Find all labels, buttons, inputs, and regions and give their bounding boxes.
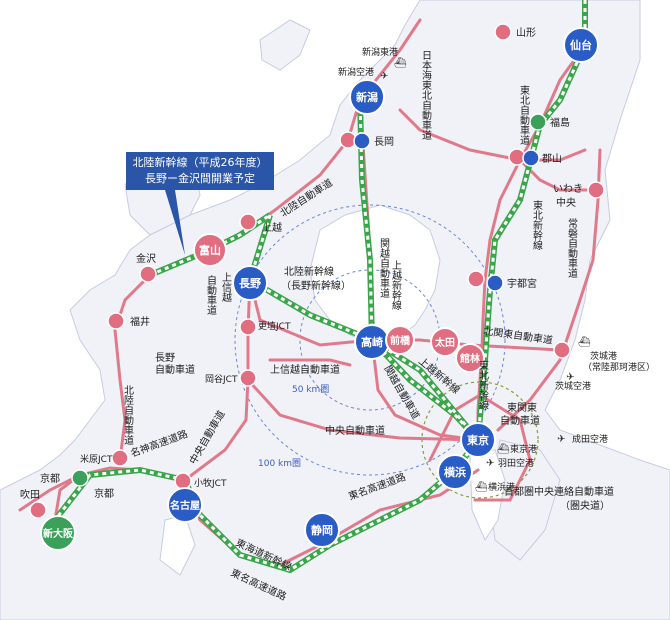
city-takasaki: 高崎 (361, 335, 383, 349)
label-suita: 吹田 (20, 488, 40, 501)
label-tokyo-port: 東京港 (510, 443, 537, 455)
city-tatebayashi: 館林 (459, 352, 481, 365)
route-tohoku-shinkansen-2: 東北新幹線 (477, 359, 489, 410)
yokohama-port-icon: ⛴ (475, 481, 488, 493)
city-sendai: 仙台 (570, 38, 592, 52)
city-nagoya: 名古屋 (170, 499, 200, 512)
gunma-prefecture (309, 204, 441, 346)
label-ibaraki-airport: 茨城空港 (555, 380, 591, 392)
city-tokyo: 東京 (467, 433, 489, 447)
city-maebashi: 前橋 (390, 334, 411, 347)
airport-port-icons: ⛴ ✈ ⛴ ✈ ✈ ⛴ ✈ ⛴ (380, 57, 591, 493)
route-nihonkai-tohoku: 日本海東北自動車道 (420, 50, 432, 140)
label-maibara-jct: 米原JCT (80, 453, 113, 465)
tokyo-bay (469, 449, 506, 542)
callout-line-2: 長野ー金沢間開業予定 (145, 172, 255, 185)
route-kanetsu: 関越自動車道 (378, 238, 390, 298)
city-shizuoka: 静岡 (311, 523, 333, 537)
ring-100km (234, 204, 506, 476)
city-nagano: 長野 (239, 277, 261, 290)
ibaraki-airport-icon: ✈ (566, 372, 574, 383)
city-shinosaka: 新大阪 (43, 527, 74, 540)
label-koshoku-jct: 更埴JCT (258, 320, 291, 332)
label-yokohama-port: 横浜港 (488, 481, 515, 493)
label-ibaraki-port2: （常陸那珂港区） (583, 361, 655, 373)
route-hokuriku-shinkansen-1: 北陸新幹線 (284, 265, 334, 278)
minor-stops (29, 23, 605, 519)
label-komaki-jct: 小牧JCT (194, 477, 227, 489)
label-kanazawa: 金沢 (136, 252, 156, 265)
route-kenodo-1: 首都圏中央連絡自動車道 (504, 485, 614, 498)
route-hokuriku-expwy-2: 北陸自動車道 (122, 385, 134, 445)
label-haneda: 羽田空港 (498, 457, 534, 469)
city-niigata: 新潟 (356, 90, 378, 104)
route-nagano-expwy-1: 長野 (155, 352, 175, 364)
label-fukushima: 福島 (550, 116, 570, 129)
route-hokuriku-shinkansen-2: （長野新幹線） (281, 279, 351, 292)
callout-box: 北陸新幹線（平成26年度） 長野ー金沢間開業予定 (126, 152, 274, 190)
label-fukui: 福井 (130, 315, 150, 328)
niigata-port-icon: ⛴ (394, 57, 407, 69)
city-ota: 太田 (434, 336, 455, 349)
route-joshinetsu-b: 自動車道 (205, 274, 217, 315)
label-kyoto2: 京都 (94, 487, 114, 500)
label-ibaraki-port1: 茨城港 (590, 350, 617, 362)
label-okaya-jct: 岡谷JCT (205, 374, 238, 385)
label-utsunomiya: 宇都宮 (507, 277, 537, 290)
route-chuo-expwy: 中央自動車道 (325, 424, 385, 437)
route-kenodo-2: （圏央道） (560, 499, 610, 512)
green-stops (71, 113, 547, 487)
route-joshinetsu-a: 上信越 (220, 272, 232, 302)
tokyo-port-icon: ⛴ (497, 443, 510, 455)
route-tohoku-expwy: 東北自動車道 (518, 84, 530, 145)
label-niigata-port: 新潟東港 (362, 46, 398, 58)
label-yamagata: 山形 (516, 27, 536, 39)
label-koriyama: 郡山 (542, 153, 562, 165)
ring-label-50: 50 km圏 (292, 384, 329, 395)
ring-label-100: 100 km圏 (258, 458, 301, 469)
label-nagaoka: 長岡 (374, 136, 394, 148)
route-joshinetsu-full: 上信越自動車道 (270, 363, 340, 376)
sado-island (259, 19, 311, 71)
callout-pointer (165, 190, 185, 255)
route-higashikanto-1: 東関東 (507, 401, 537, 414)
label-niigata-airport: 新潟空港 (338, 66, 374, 78)
route-tohoku-shinkansen: 東北新幹線 (531, 199, 543, 250)
label-joetsu: 上越 (262, 221, 282, 234)
label-kyoto: 京都 (40, 472, 60, 485)
route-nagano-expwy-2: 自動車道 (155, 363, 195, 376)
city-toyama: 富山 (199, 243, 221, 257)
route-joban: 常磐自動車道 (566, 217, 578, 278)
blue-stops (353, 132, 540, 292)
niigata-airport-icon: ✈ (380, 71, 388, 82)
ibaraki-port-icon: ⛴ (578, 336, 591, 348)
route-joetsu-shinkansen: 上越新幹線 (390, 260, 402, 310)
label-iwaki-chuo: 中央 (556, 196, 576, 209)
callout-line-1: 北陸新幹線（平成26年度） (132, 156, 268, 169)
haneda-icon: ✈ (486, 458, 494, 469)
label-iwaki: いわき (553, 183, 583, 195)
label-narita: 成田空港 (572, 433, 608, 445)
major-city-markers (40, 27, 599, 551)
route-higashikanto-2: 自動車道 (500, 414, 540, 427)
city-yokohama: 横浜 (444, 465, 466, 479)
narita-icon: ✈ (557, 434, 565, 445)
